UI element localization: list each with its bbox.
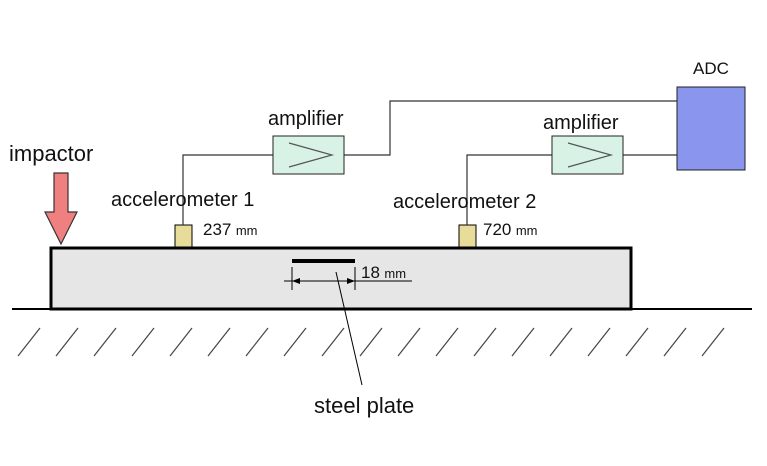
adc-label: ADC <box>693 59 729 78</box>
dimension-arrow-right <box>347 278 355 284</box>
wire-acc2-amp2 <box>466 154 552 225</box>
accelerometer-1-distance-value: 237 <box>203 220 232 239</box>
impactor-arrow <box>44 172 78 246</box>
steel-plate-dimension-unit: mm <box>384 266 407 281</box>
accelerometer-2-distance-value: 720 <box>483 220 512 239</box>
steel-plate-leader <box>335 271 363 386</box>
accelerometer-1-distance-unit: mm <box>235 223 258 238</box>
accelerometer-1-position: 237 mm <box>203 220 258 240</box>
steel-plate-dimension: 18 mm <box>361 263 406 283</box>
adc-block <box>676 86 746 171</box>
impactor-label: impactor <box>9 141 94 166</box>
amplifier-1-label: amplifier <box>268 108 344 130</box>
accelerometer-1-sensor <box>174 224 193 248</box>
amplifier-symbol-icon <box>288 142 335 168</box>
steel-plate-label: steel plate <box>314 393 415 418</box>
beam <box>49 246 633 311</box>
amplifier-2-label: amplifier <box>543 112 619 134</box>
wire-acc1-amp1 <box>182 154 273 225</box>
steel-plate-dimension-value: 18 <box>361 263 380 282</box>
amplifier-1-block <box>272 135 345 175</box>
accelerometer-2-label: accelerometer 2 <box>393 191 537 213</box>
accelerometer-2-distance-unit: mm <box>515 223 538 238</box>
accelerometer-2-sensor <box>458 224 477 248</box>
dimension-arrow-left <box>292 278 300 284</box>
amplifier-symbol-icon <box>567 142 614 168</box>
accelerometer-1-label: accelerometer 1 <box>111 189 255 211</box>
ground-hatching <box>17 327 725 357</box>
amplifier-2-block <box>551 135 624 175</box>
accelerometer-2-position: 720 mm <box>483 220 538 240</box>
wire-amp1-adc <box>344 100 677 156</box>
